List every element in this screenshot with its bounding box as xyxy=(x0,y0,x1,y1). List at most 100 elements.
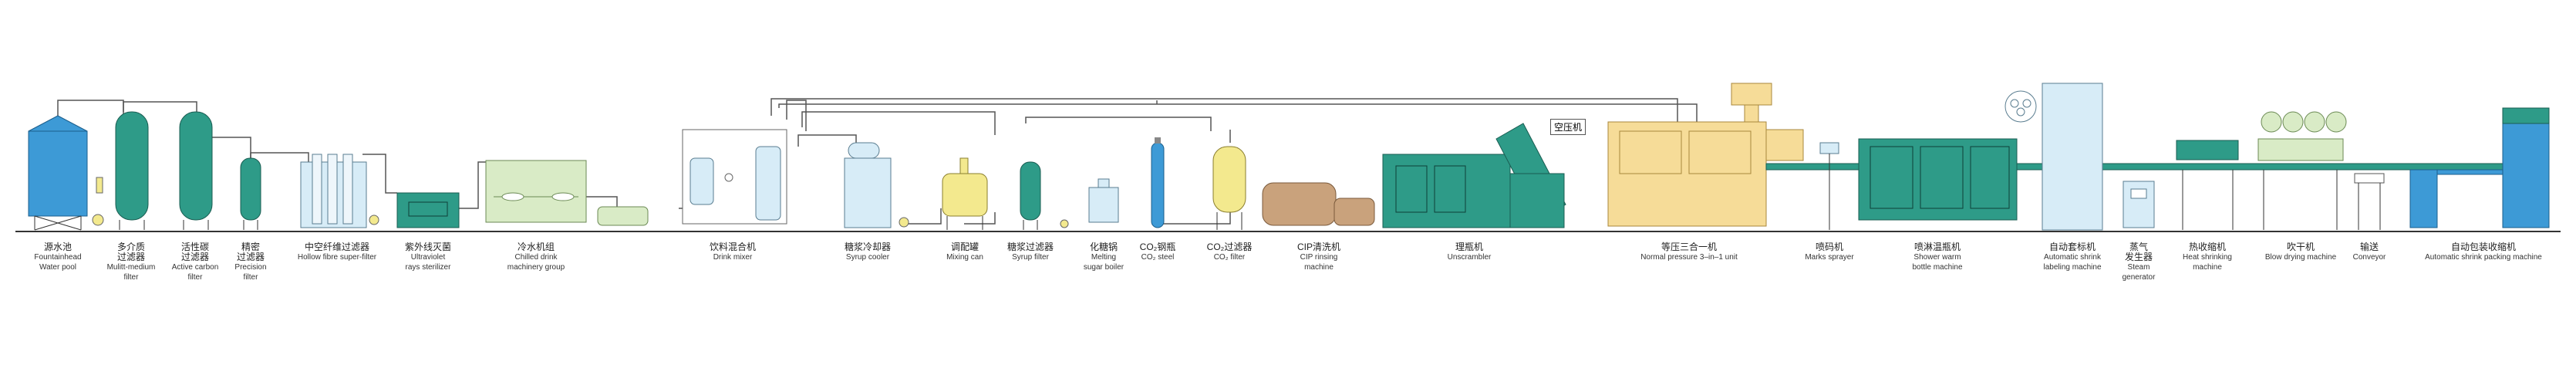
equipment-name-en: rays sterilizer xyxy=(405,263,451,272)
equipment-name-en: Unscrambler xyxy=(1447,253,1492,262)
equipment-name-en: CO₂ steel xyxy=(1141,253,1175,262)
equipment-name-zh: 过滤器 xyxy=(236,252,265,262)
equipment-name-zh: 理瓶机 xyxy=(1455,242,1483,252)
equipment-name-en: Shower warm xyxy=(1913,253,1961,262)
multi-medium-filter xyxy=(96,111,149,230)
equipment-name-en: Marks sprayer xyxy=(1805,253,1854,262)
equipment-name-en: Mulitt-medium xyxy=(106,263,156,272)
equipment-name-en: filter xyxy=(187,273,203,282)
equipment-name-en: Heat shrinking xyxy=(2183,253,2232,262)
shower-warm-bottle-machine xyxy=(1858,138,2018,221)
equipment-name-en: labeling machine xyxy=(2043,263,2102,272)
active-carbon-filter xyxy=(179,111,213,230)
conveyor-unit xyxy=(2354,173,2385,230)
co2-filter xyxy=(1212,146,1246,230)
equipment-name-en: Steam xyxy=(2127,263,2150,272)
shrink-labeling-machine xyxy=(2004,83,2103,231)
shrink-packing-machine xyxy=(2409,107,2550,228)
equipment-name-en: Chilled drink xyxy=(514,253,558,262)
equipment-name-en: machinery group xyxy=(507,263,565,272)
equipment-name-zh: CO₂过滤器 xyxy=(1206,242,1253,252)
equipment-name-en: Ultraviolet xyxy=(410,253,446,262)
equipment-name-zh: 糖浆冷却器 xyxy=(844,242,892,252)
equipment-name-zh: 输送 xyxy=(2359,242,2379,252)
equipment-name-zh: 紫外线灭菌 xyxy=(404,242,452,252)
steam-generator xyxy=(2123,181,2155,228)
air-compressor-tag: 空压机 xyxy=(1550,119,1586,135)
uv-sterilizer xyxy=(396,192,460,228)
equipment-name-zh: 中空纤维过滤器 xyxy=(304,242,370,252)
equipment-name-en: Active carbon xyxy=(171,263,219,272)
equipment-name-en: Normal pressure 3–in–1 unit xyxy=(1640,253,1738,262)
equipment-name-en: CO₂ filter xyxy=(1213,253,1246,262)
equipment-name-en: Automatic shrink xyxy=(2044,253,2101,262)
mixing-can xyxy=(942,157,988,230)
chiller-group xyxy=(485,160,649,226)
equipment-name-en: filter xyxy=(123,273,139,282)
equipment-name-zh: 冷水机组 xyxy=(517,242,555,252)
marks-sprayer xyxy=(1819,142,1839,230)
equipment-name-zh: CIP清洗机 xyxy=(1296,242,1341,252)
equipment-name-zh: 过滤器 xyxy=(116,252,146,262)
equipment-name-zh: 自动包装收缩机 xyxy=(2450,242,2516,252)
equipment-name-en: Mixing can xyxy=(946,253,983,262)
equipment-name-zh: 精密 xyxy=(241,242,261,252)
water-pool-tank xyxy=(28,115,104,231)
equipment-name-zh: CO₂钢瓶 xyxy=(1139,242,1176,252)
equipment-name-en: Melting xyxy=(1091,253,1117,262)
blow-drying-machine xyxy=(2257,111,2347,230)
equipment-name-en: machine xyxy=(1304,263,1334,272)
equipment-name-en: bottle machine xyxy=(1912,263,1963,272)
syrup-cooler xyxy=(844,142,909,228)
equipment-name-zh: 源水池 xyxy=(43,242,72,252)
sugar-boiler xyxy=(1088,178,1119,223)
precision-filter xyxy=(240,157,261,230)
equipment-name-zh: 糖浆过滤器 xyxy=(1006,242,1054,252)
equipment-name-zh: 过滤器 xyxy=(180,252,209,262)
cip-machine xyxy=(1262,182,1375,226)
equipment-name-en: filter xyxy=(243,273,258,282)
heat-shrinking-machine xyxy=(2176,140,2239,230)
equipment-name-zh: 调配罐 xyxy=(950,242,979,252)
equipment-name-en: Syrup filter xyxy=(1012,253,1049,262)
equipment-name-en: Hollow fibre super-filter xyxy=(297,253,377,262)
drink-mixer xyxy=(682,129,787,225)
equipment-name-en: Water pool xyxy=(39,263,76,272)
co2-cylinder xyxy=(1151,137,1165,228)
equipment-name-en: Conveyor xyxy=(2352,253,2386,262)
equipment-name-zh: 化糖锅 xyxy=(1089,242,1118,252)
equipment-name-zh: 等压三合一机 xyxy=(1661,242,1717,252)
unscrambler xyxy=(1382,123,1566,228)
equipment-name-zh: 蒸气 xyxy=(2129,242,2148,252)
equipment-name-en: Precision xyxy=(234,263,267,272)
equipment-name-zh: 饮料混合机 xyxy=(709,242,757,252)
hollow-fibre-filter xyxy=(300,154,379,228)
equipment-name-zh: 喷码机 xyxy=(1815,242,1844,252)
equipment-name-zh: 热收缩机 xyxy=(2188,242,2227,252)
pipe-network xyxy=(57,98,1698,225)
